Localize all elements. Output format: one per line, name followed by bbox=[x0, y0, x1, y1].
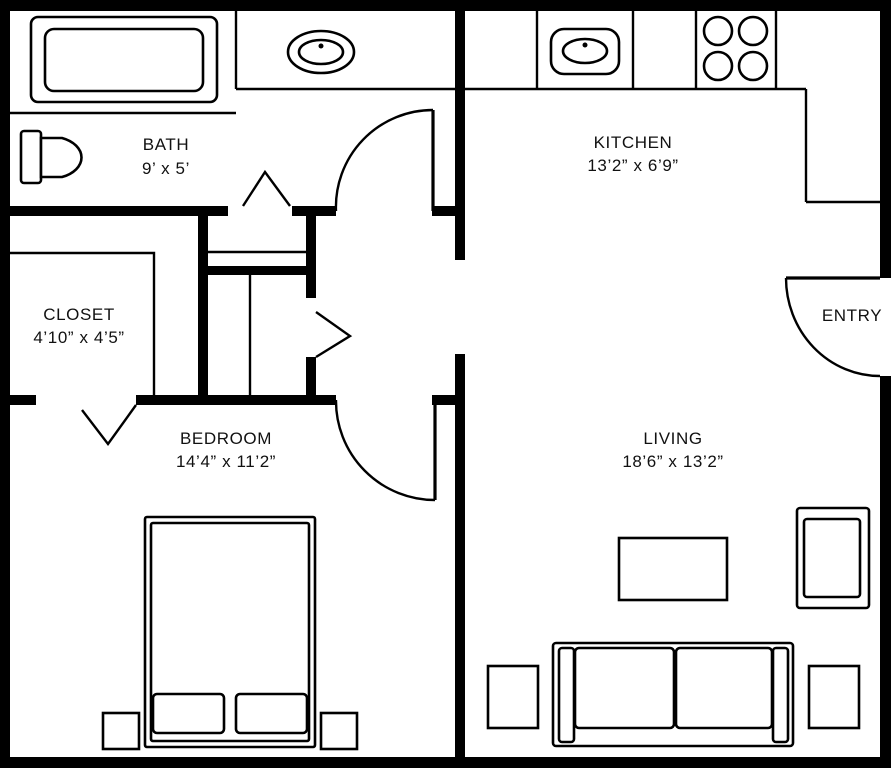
closet-size: 4’10” x 4’5” bbox=[33, 328, 124, 347]
linen-bifold-door bbox=[241, 169, 291, 207]
room-label-living: LIVING 18’6” x 13’2” bbox=[622, 429, 723, 471]
room-label-bedroom: BEDROOM 14’4” x 11’2” bbox=[176, 429, 276, 471]
bathtub bbox=[29, 15, 219, 104]
bath-sink bbox=[286, 29, 356, 75]
bedroom-size: 14’4” x 11’2” bbox=[176, 452, 276, 471]
living-name: LIVING bbox=[643, 429, 702, 448]
coffee-table bbox=[617, 536, 729, 602]
toilet bbox=[19, 129, 83, 185]
end-table-left bbox=[486, 664, 540, 730]
interior-walls bbox=[0, 0, 465, 768]
room-label-bath: BATH 9’ x 5’ bbox=[142, 135, 190, 178]
end-table-right bbox=[807, 664, 861, 730]
stove bbox=[702, 15, 769, 82]
kitchen-size: 13’2” x 6’9” bbox=[587, 156, 678, 175]
linen-side-bifold-door bbox=[315, 311, 353, 359]
room-label-closet: CLOSET 4’10” x 4’5” bbox=[33, 305, 124, 347]
entry-door bbox=[784, 276, 881, 378]
room-label-kitchen: KITCHEN 13’2” x 6’9” bbox=[587, 133, 678, 175]
closet-name: CLOSET bbox=[43, 305, 115, 324]
nightstand-left bbox=[101, 711, 141, 751]
bedroom-door bbox=[334, 399, 437, 502]
doors bbox=[81, 108, 881, 502]
bath-size: 9’ x 5’ bbox=[142, 159, 190, 178]
sofa bbox=[551, 641, 795, 748]
bath-door bbox=[334, 108, 435, 212]
entry-name: ENTRY bbox=[822, 306, 882, 325]
bed bbox=[143, 515, 317, 749]
closet-bifold-door bbox=[81, 404, 137, 447]
kitchen-sink bbox=[549, 27, 621, 76]
nightstand-right bbox=[319, 711, 359, 751]
living-size: 18’6” x 13’2” bbox=[622, 452, 723, 471]
armchair bbox=[795, 506, 871, 610]
bath-name: BATH bbox=[143, 135, 189, 154]
kitchen-name: KITCHEN bbox=[594, 133, 673, 152]
bedroom-name: BEDROOM bbox=[180, 429, 272, 448]
room-label-entry: ENTRY bbox=[822, 306, 882, 325]
interior-lines bbox=[10, 11, 880, 395]
